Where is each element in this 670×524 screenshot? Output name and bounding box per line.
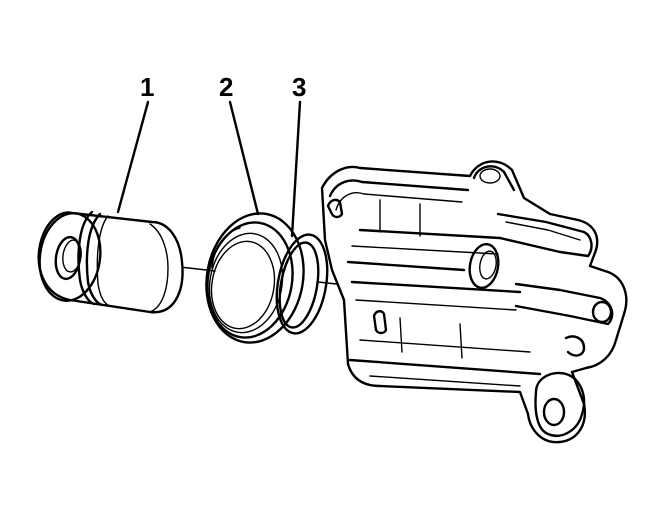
- piston-seal: [205, 212, 305, 344]
- boot-ring: [275, 233, 329, 335]
- leader-line-1: [116, 100, 150, 214]
- callout-2: 2: [219, 72, 233, 102]
- leader-lines: [116, 100, 302, 238]
- callout-1: 1: [140, 72, 154, 102]
- leader-line-3: [290, 100, 302, 238]
- caliper-housing: [320, 160, 628, 444]
- callout-3: 3: [292, 72, 306, 102]
- piston: [37, 210, 184, 314]
- leader-line-2: [228, 100, 260, 216]
